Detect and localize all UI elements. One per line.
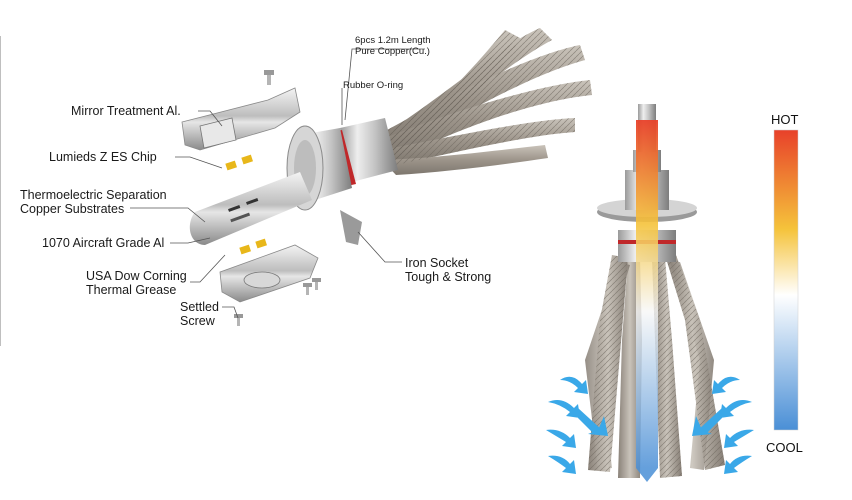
label-dow-corning-2: Thermal Grease [86, 283, 177, 297]
airflow-arrows [546, 376, 754, 474]
label-lumileds-chip: Lumieds Z ES Chip [49, 150, 157, 164]
label-rubber-o-ring: Rubber O-ring [343, 80, 404, 91]
label-dow-corning-1: USA Dow Corning [86, 269, 187, 283]
label-copper-1: 6pcs 1.2m Length [355, 35, 431, 46]
bottom-bracket [219, 244, 319, 303]
top-screw [264, 70, 274, 85]
label-mirror-treatment: Mirror Treatment Al. [71, 104, 181, 118]
label-thermoelectric-2: Copper Substrates [20, 202, 125, 216]
label-tough-strong: Tough & Strong [405, 270, 492, 284]
label-iron-socket: Iron Socket [405, 256, 469, 270]
scale-hot-label: HOT [771, 112, 799, 127]
label-thermoelectric-1: Thermoelectric Separation [20, 188, 167, 202]
heat-gradient-core [636, 120, 658, 468]
braid-collar [340, 118, 398, 182]
mirror-bracket [181, 87, 301, 151]
iron-socket [340, 210, 362, 245]
settled-screws [234, 278, 321, 326]
label-copper-2: Pure Copper(Cu.) [355, 46, 430, 57]
left-divider [0, 36, 1, 346]
aluminum-lamp-body [189, 172, 312, 245]
heat-flow-bulb [585, 104, 725, 482]
led-chips [225, 154, 267, 255]
label-settled: Settled [180, 300, 219, 314]
copper-braid-fan [372, 28, 592, 175]
label-screw: Screw [180, 314, 215, 328]
label-aircraft-al: 1070 Aircraft Grade Al [42, 236, 165, 250]
temperature-scale-bar [773, 129, 799, 431]
leader-lines [130, 48, 425, 319]
scale-cool-label: COOL [766, 440, 803, 455]
